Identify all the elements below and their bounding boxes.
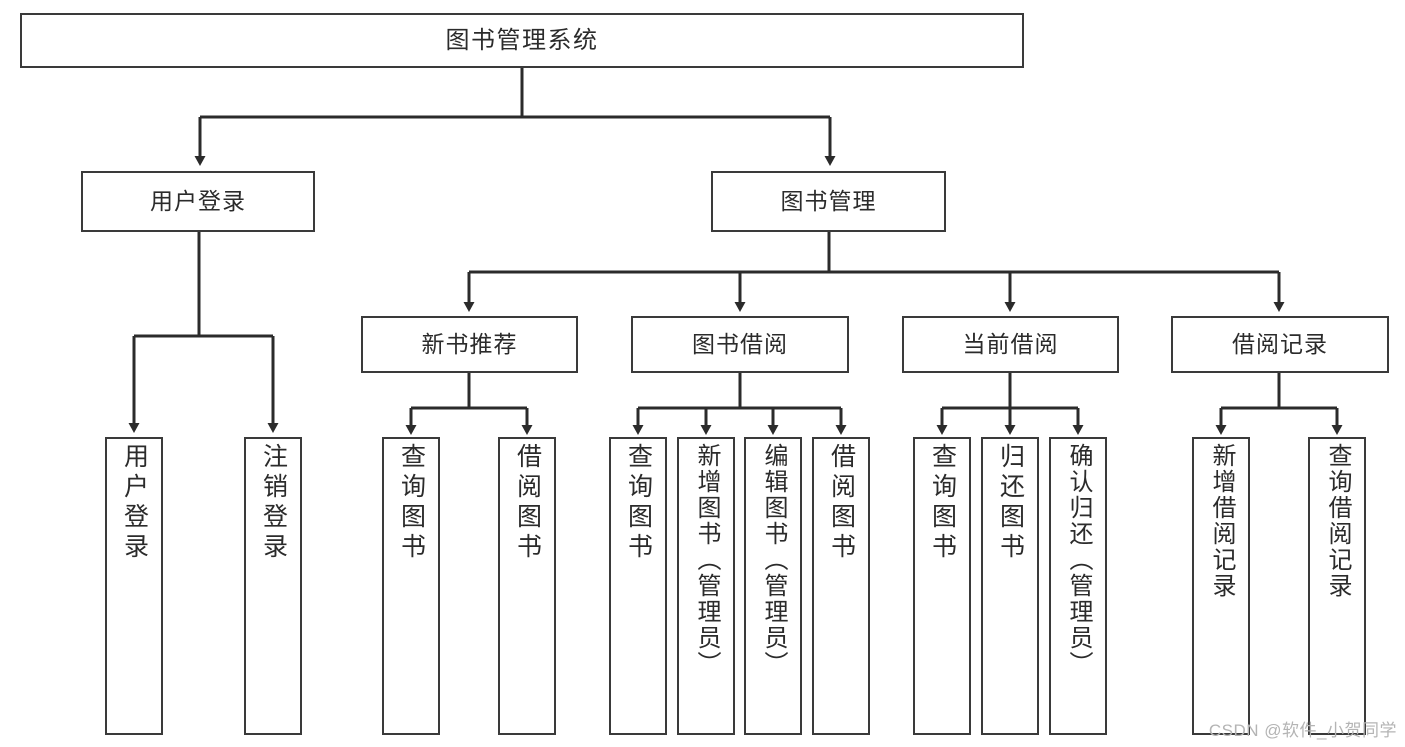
node-new-book-recommend[interactable]: 新书推荐: [361, 316, 578, 373]
node-book-management[interactable]: 图书管理: [711, 171, 946, 232]
leaf-borrow-edit-book-admin[interactable]: 编辑图书（管理员）: [744, 437, 802, 735]
node-label: 确认归还（管理员）: [1065, 443, 1092, 677]
leaf-current-query-book[interactable]: 查询图书: [913, 437, 971, 735]
node-label: 查询图书: [397, 443, 426, 563]
node-label: 新书推荐: [421, 331, 518, 358]
node-label: 图书借阅: [692, 331, 788, 358]
leaf-record-add-record[interactable]: 新增借阅记录: [1192, 437, 1250, 735]
node-label: 借阅记录: [1232, 331, 1328, 358]
node-label: 新增图书（管理员）: [693, 443, 720, 677]
leaf-newbook-borrow-book[interactable]: 借阅图书: [498, 437, 556, 735]
leaf-borrow-add-book-admin[interactable]: 新增图书（管理员）: [677, 437, 735, 735]
leaf-current-confirm-return-admin[interactable]: 确认归还（管理员）: [1049, 437, 1107, 735]
leaf-current-return-book[interactable]: 归还图书: [981, 437, 1039, 735]
node-borrow-record[interactable]: 借阅记录: [1171, 316, 1389, 373]
leaf-logout[interactable]: 注销登录: [244, 437, 302, 735]
leaf-record-query-record[interactable]: 查询借阅记录: [1308, 437, 1366, 735]
node-label: 查询图书: [624, 443, 653, 563]
node-label: 借阅图书: [513, 443, 542, 563]
leaf-borrow-query-book[interactable]: 查询图书: [609, 437, 667, 735]
node-label: 编辑图书（管理员）: [760, 443, 787, 677]
node-label: 查询借阅记录: [1324, 443, 1351, 599]
leaf-newbook-query-book[interactable]: 查询图书: [382, 437, 440, 735]
node-root-system[interactable]: 图书管理系统: [20, 13, 1024, 68]
node-label: 当前借阅: [962, 331, 1059, 358]
node-current-borrow[interactable]: 当前借阅: [902, 316, 1119, 373]
watermark-text: CSDN @软件_小贺同学: [1208, 721, 1397, 740]
node-label: 图书管理系统: [445, 26, 599, 54]
node-label: 查询图书: [928, 443, 957, 563]
node-label: 注销登录: [259, 443, 288, 563]
node-label: 归还图书: [996, 443, 1025, 563]
node-book-borrow[interactable]: 图书借阅: [631, 316, 849, 373]
node-label: 借阅图书: [827, 443, 856, 563]
leaf-user-login[interactable]: 用户登录: [105, 437, 163, 735]
node-label: 图书管理: [780, 188, 877, 215]
leaf-borrow-borrow-book[interactable]: 借阅图书: [812, 437, 870, 735]
node-label: 用户登录: [120, 443, 149, 563]
node-user-login[interactable]: 用户登录: [81, 171, 315, 232]
node-label: 新增借阅记录: [1208, 443, 1235, 599]
node-label: 用户登录: [150, 188, 246, 215]
